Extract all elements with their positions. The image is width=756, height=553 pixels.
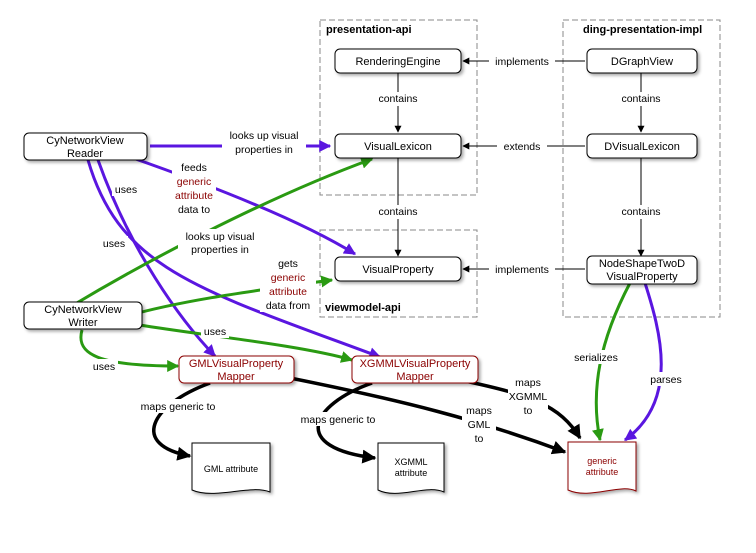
label-maps-xgmml-3: to: [524, 405, 533, 417]
label-writer-gets-attribute: attribute: [269, 286, 307, 298]
label-contains-dg-dvl: contains: [621, 93, 660, 105]
node-nodeshape-label-line1: NodeShapeTwoD: [599, 258, 685, 270]
edge-reader-uses-xgmml-mapper: [86, 159, 382, 359]
node-visual-lexicon-label: VisualLexicon: [364, 141, 432, 153]
node-writer-label-line2: Writer: [68, 317, 97, 329]
node-dgraph-view-label: DGraphView: [611, 56, 673, 68]
label-contains-vl-vp: contains: [378, 206, 417, 218]
label-reader-feeds-generic: generic: [177, 176, 211, 188]
edge-writer-uses-gml-mapper: [79, 329, 180, 372]
label-writer-gets-generic: generic: [271, 272, 305, 284]
node-cynetworkview-reader[interactable]: [23, 132, 148, 161]
edge-writer-uses-xgmml-mapper: [139, 323, 354, 363]
group-ding-presentation-impl: ding-presentation-impl: [562, 19, 721, 318]
label-serializes: serializes: [574, 352, 618, 364]
node-visual-property[interactable]: [334, 256, 462, 282]
node-visual-property-label: VisualProperty: [362, 264, 434, 276]
node-dvisual-lexicon[interactable]: [586, 133, 698, 159]
node-xgmml-visual-property-mapper[interactable]: [351, 355, 479, 384]
label-reader-looks-up-2: properties in: [235, 144, 293, 156]
edge-gml-mapper-to-gml-attribute: [152, 381, 211, 461]
edge-nodeshape-serializes-generic: [592, 282, 632, 442]
node-xgmml-attribute-label-line1: XGMML: [394, 457, 427, 467]
edge-reader-feeds-visualproperty: [129, 155, 357, 256]
label-xgmml-maps-generic: maps generic to: [301, 414, 376, 426]
label-contains-re-vl: contains: [378, 93, 417, 105]
label-parses: parses: [650, 374, 682, 386]
node-xgmml-attribute[interactable]: [377, 442, 445, 494]
node-reader-label-line1: CyNetworkView: [46, 135, 123, 147]
label-gml-maps-generic: maps generic to: [141, 401, 216, 413]
label-maps-gml-3: to: [475, 433, 484, 445]
label-maps-gml-1: maps: [466, 405, 492, 417]
node-dgraph-view[interactable]: [586, 48, 698, 74]
label-reader-uses-2: uses: [103, 238, 125, 250]
label-writer-uses-top: uses: [204, 326, 226, 338]
node-nodeshape-visual-property[interactable]: [586, 255, 698, 285]
label-reader-feeds-attribute: attribute: [175, 190, 213, 202]
edge-gml-mapper-maps-generic: [289, 376, 567, 455]
node-writer-label-line1: CyNetworkView: [44, 304, 121, 316]
label-reader-looks-up-1: looks up visual: [230, 130, 299, 142]
label-contains-dvl-ns: contains: [621, 206, 660, 218]
node-visual-lexicon[interactable]: [334, 133, 462, 159]
node-gml-attribute-label: GML attribute: [204, 464, 258, 474]
group-title-presentation-api: presentation-api: [326, 24, 412, 36]
node-rendering-engine-label: RenderingEngine: [355, 56, 440, 68]
edge-reader-uses-gml-mapper: [96, 159, 217, 358]
node-xgmml-mapper-label-line1: XGMMLVisualProperty: [360, 358, 471, 370]
label-writer-uses-left: uses: [93, 361, 115, 373]
label-implements-mid: implements: [495, 264, 549, 276]
label-writer-gets: gets: [278, 258, 298, 270]
node-gml-visual-property-mapper[interactable]: [178, 355, 295, 384]
node-gml-mapper-label-line2: Mapper: [217, 371, 255, 383]
label-implements-top: implements: [495, 56, 549, 68]
node-generic-attribute[interactable]: [567, 441, 637, 494]
node-xgmml-mapper-label-line2: Mapper: [396, 371, 434, 383]
label-writer-looks-up-2: properties in: [191, 244, 249, 256]
node-gml-mapper-label-line1: GMLVisualProperty: [189, 358, 284, 370]
node-gml-attribute[interactable]: [191, 442, 271, 494]
node-xgmml-attribute-label-line2: attribute: [395, 468, 428, 478]
node-generic-attribute-label-line2: attribute: [586, 467, 619, 477]
group-viewmodel-api: viewmodel-api: [319, 229, 478, 318]
node-reader-label-line2: Reader: [67, 148, 103, 160]
label-writer-looks-up-1: looks up visual: [186, 231, 255, 243]
edge-nodeshape-parses-generic: [624, 282, 663, 442]
edges-black-thin: [394, 57, 645, 273]
label-maps-gml-2: GML: [468, 419, 491, 431]
node-generic-attribute-label-line1: generic: [587, 456, 617, 466]
node-cynetworkview-writer[interactable]: [23, 301, 143, 330]
label-writer-gets-data-from: data from: [266, 300, 311, 312]
label-reader-feeds: feeds: [181, 162, 207, 174]
group-title-ding-presentation-impl: ding-presentation-impl: [583, 24, 702, 36]
label-reader-feeds-data-to: data to: [178, 204, 210, 216]
label-maps-xgmml-2: XGMML: [509, 391, 548, 403]
node-nodeshape-label-line2: VisualProperty: [606, 271, 678, 283]
node-dvisual-lexicon-label: DVisualLexicon: [604, 141, 680, 153]
node-rendering-engine[interactable]: [334, 48, 462, 74]
label-extends: extends: [504, 141, 541, 153]
edge-labels: implements contains contains extends con…: [90, 54, 686, 446]
group-title-viewmodel-api: viewmodel-api: [325, 302, 401, 314]
label-maps-xgmml-1: maps: [515, 377, 541, 389]
label-reader-uses-1: uses: [115, 184, 137, 196]
